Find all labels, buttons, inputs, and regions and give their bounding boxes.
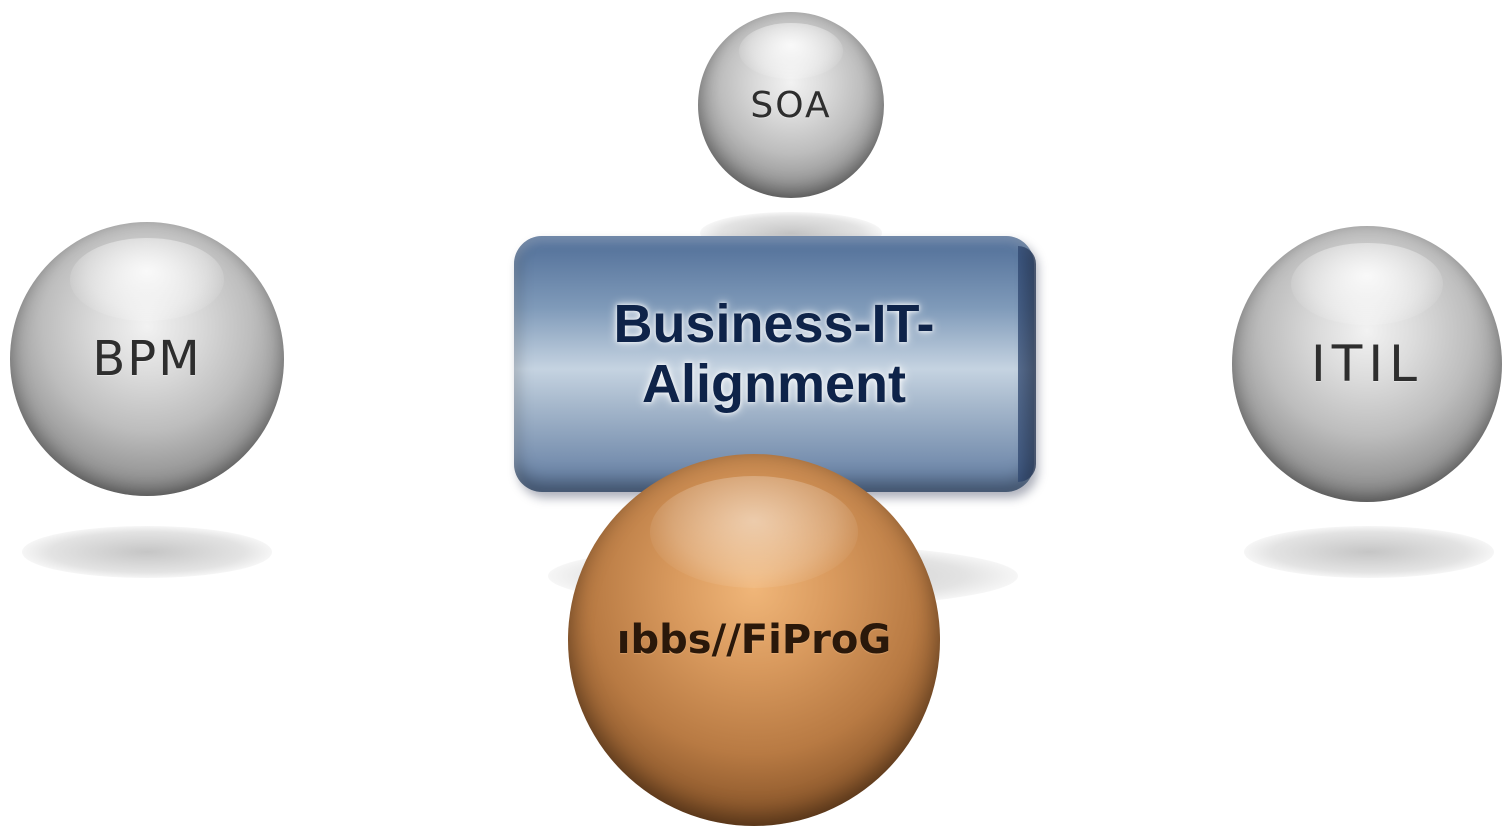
soa-sphere: SOA [698, 12, 884, 198]
fiprog-gloss [649, 476, 859, 588]
itil-shadow [1244, 526, 1494, 578]
bpm-gloss [70, 238, 224, 321]
center-box-edge [1018, 246, 1036, 482]
soa-gloss [738, 23, 844, 79]
center-title: Business-IT- Alignment [613, 294, 934, 414]
itil-sphere: ITIL [1232, 226, 1502, 502]
soa-label: SOA [750, 84, 832, 126]
center-box: Business-IT- Alignment [514, 236, 1036, 492]
bpm-sphere: BPM [10, 222, 284, 496]
itil-gloss [1291, 242, 1443, 326]
fiprog-sphere: ıbbs//FiProG [568, 454, 940, 826]
itil-label: ITIL [1311, 335, 1423, 393]
bpm-label: BPM [92, 331, 202, 387]
center-title-line2: Alignment [641, 354, 906, 414]
center-title-line1: Business-IT- [613, 294, 935, 354]
fiprog-label: ıbbs//FiProG [616, 617, 892, 663]
bpm-shadow [22, 526, 272, 578]
